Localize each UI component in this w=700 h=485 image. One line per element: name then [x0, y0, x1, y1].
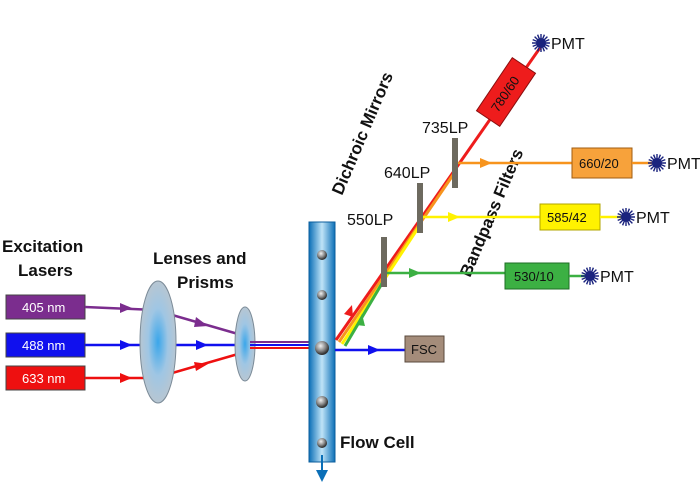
fsc-detector: FSC [404, 335, 445, 363]
mirror-640lp: 640LP [384, 165, 430, 233]
scatter-arrow [356, 314, 365, 326]
mirror-640lp-label: 640LP [384, 165, 430, 182]
filter-660-20: 660/20 [571, 147, 633, 179]
laser-633-label: 633 nm [22, 371, 65, 386]
filter-585-42: 585/42 [539, 203, 601, 231]
excitation-label-line1: Excitation [2, 237, 83, 256]
lenses-label-line2: Prisms [177, 273, 234, 292]
laser-488: 488 nm [5, 332, 86, 358]
pmt-icon [580, 266, 600, 286]
excitation-label-line2: Lasers [18, 261, 73, 280]
flow-cell [308, 221, 336, 482]
filter-530-10: 530/10 [504, 262, 570, 290]
lens-large [139, 280, 177, 404]
branch-arrows [409, 158, 492, 278]
cell-bead [316, 396, 328, 408]
scatter-arrow [344, 305, 353, 317]
bandpass-filters-label: Bandpass Filters [456, 146, 527, 280]
combined-beam [250, 341, 312, 349]
cell-bead [317, 290, 327, 300]
pmt-icon [647, 153, 667, 173]
pmt-icon [616, 207, 636, 227]
pmt-icon [531, 33, 551, 53]
cell-bead [317, 438, 327, 448]
filter-660-20-label: 660/20 [579, 156, 619, 171]
fsc-arrow [368, 345, 380, 355]
laser-405-label: 405 nm [22, 300, 65, 315]
flow-cell-label: Flow Cell [340, 433, 415, 452]
laser-405: 405 nm [5, 294, 86, 320]
pmt-780-label: PMT [551, 36, 585, 53]
filter-530-10-label: 530/10 [514, 269, 554, 284]
cell-bead [317, 250, 327, 260]
pmt-660: PMT [647, 153, 700, 173]
mirror-550lp: 550LP [347, 212, 393, 287]
pmt-585-label: PMT [636, 210, 670, 227]
mirror-735lp: 735LP [422, 120, 468, 188]
flow-direction-arrow [316, 470, 328, 482]
pmt-530-label: PMT [600, 269, 634, 286]
filter-585-42-label: 585/42 [547, 210, 587, 225]
fsc-label: FSC [411, 342, 437, 357]
laser-488-label: 488 nm [22, 338, 65, 353]
beam-arrows [120, 303, 208, 383]
lenses-label-line1: Lenses and [153, 249, 247, 268]
branch-beams [384, 161, 572, 275]
pmt-780: PMT [531, 33, 585, 53]
filter-780-60: 780/60 [475, 56, 537, 128]
cell-bead [315, 341, 329, 355]
mirror-550lp-label: 550LP [347, 212, 393, 229]
pmt-530: PMT [580, 266, 634, 286]
laser-633: 633 nm [5, 365, 86, 391]
pmt-660-label: PMT [667, 156, 700, 173]
mirror-735lp-label: 735LP [422, 120, 468, 137]
pmt-585: PMT [616, 207, 670, 227]
